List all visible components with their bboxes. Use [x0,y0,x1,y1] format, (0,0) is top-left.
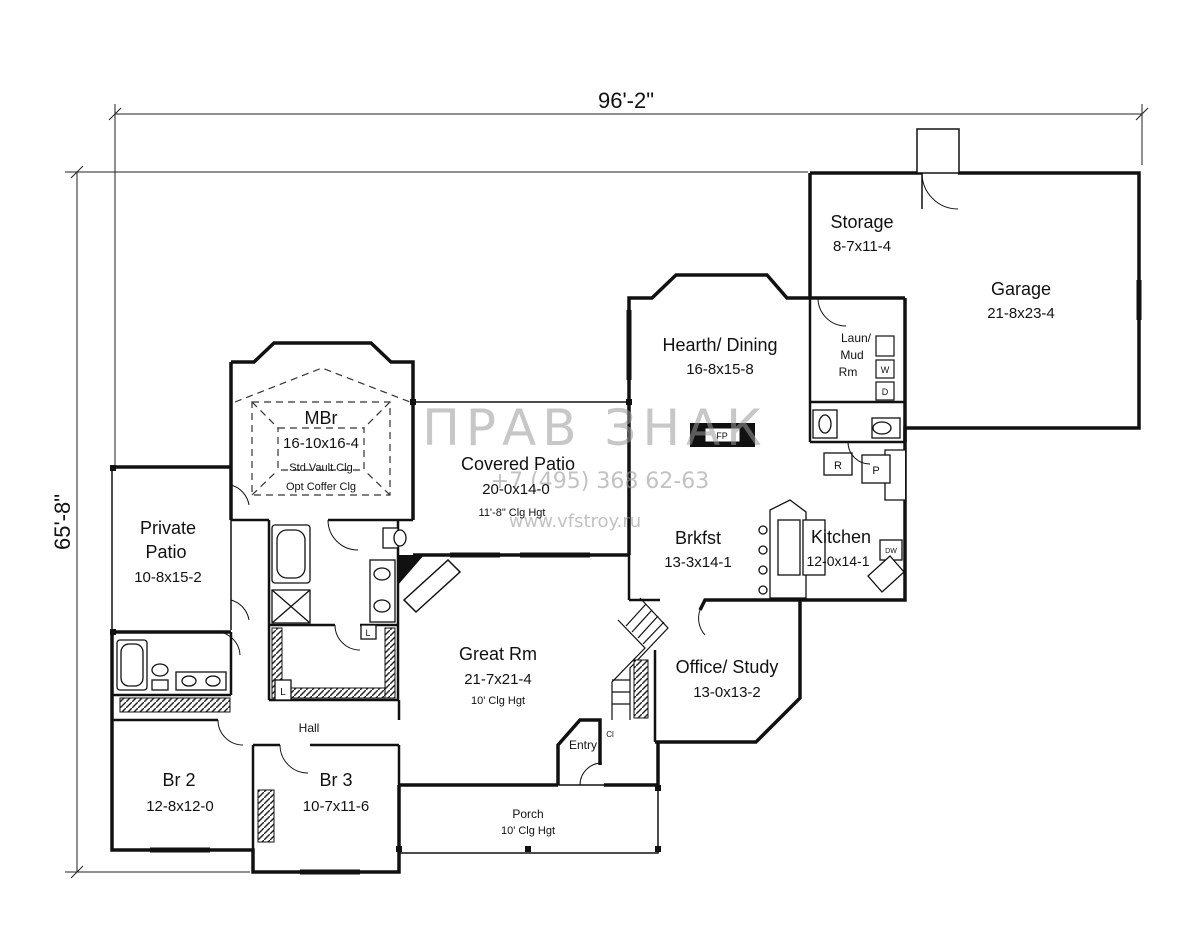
garage-vent [916,128,960,174]
pantry-label: P [872,465,879,477]
garage-name: Garage [991,279,1051,299]
hall-name: Hall [299,721,320,735]
room-office-study: Office/ Study 13-0x13-2 [676,657,779,701]
room-garage: Garage 21-8x23-4 [987,279,1055,322]
porch-ceiling: 10' Clg Hgt [501,825,555,837]
hearth-dining-name: Hearth/ Dining [662,335,777,355]
mbr-name: MBr [305,408,338,428]
covered-patio-size: 20-0x14-0 [482,481,550,498]
interior-walls [112,298,905,850]
great-rm-size: 21-7x21-4 [464,671,532,688]
room-laun-mud: Laun/ Mud Rm [839,331,872,379]
room-porch: Porch 10' Clg Hgt [501,807,555,837]
room-brkfst: Brkfst 13-3x14-1 [664,528,732,571]
room-entry: Entry [569,738,597,752]
refrigerator-label: R [834,460,842,472]
watermark-brand: ПРАВ ЗНАК [422,399,768,457]
staircase [611,597,669,720]
great-room-fireplace [398,555,462,614]
br2-name: Br 2 [162,770,195,790]
brkfst-name: Brkfst [675,528,721,548]
watermark-site: www.vfstroy.ru [509,511,641,532]
room-hearth-dining: Hearth/ Dining 16-8x15-8 [662,335,777,378]
brkfst-size: 13-3x14-1 [664,554,732,571]
storage-name: Storage [830,212,893,232]
private-patio-size: 10-8x15-2 [134,569,202,586]
entry-name: Entry [569,738,597,752]
door-swings [209,297,871,786]
room-br2: Br 2 12-8x12-0 [146,770,214,815]
overall-width-label: 96'-2" [598,88,654,113]
linen-label: L [280,687,286,698]
covered-patio-ceiling: 11'-8" Clg Hgt [479,507,546,519]
room-covered-patio: Covered Patio 20-0x14-0 11'-8" Clg Hgt [461,454,575,519]
washer-label: W [881,365,890,375]
great-rm-ceiling: 10' Clg Hgt [471,695,525,707]
covered-patio-name: Covered Patio [461,454,575,474]
exterior-walls [110,171,1141,874]
office-study-name: Office/ Study [676,657,779,677]
private-patio-line1: Private [140,518,196,538]
laundry-fixtures [875,335,895,401]
hearth-dining-size: 16-8x15-8 [686,361,754,378]
patio-posts [110,399,632,635]
br3-name: Br 3 [319,770,352,790]
private-patio-line2: Patio [145,542,186,562]
room-great-rm: Great Rm 21-7x21-4 10' Clg Hgt [459,644,537,707]
laun-mud-line2: Mud [840,348,863,362]
bath-fixtures [116,409,901,691]
laun-mud-line3: Rm [839,365,858,379]
depth-dimension [65,165,808,879]
laun-mud-line1: Laun/ [841,331,872,345]
room-private-patio: Private Patio 10-8x15-2 [134,518,202,586]
porch-posts [396,785,661,852]
br2-size: 12-8x12-0 [146,798,214,815]
garage-size: 21-8x23-4 [987,305,1055,322]
room-hall: Hall [299,721,320,735]
dryer-label: D [882,387,889,397]
garage-door-swing [921,172,959,210]
room-storage: Storage 8-7x11-4 [830,212,893,255]
dishwasher-label: DW [885,548,897,555]
watermark-phone: +7 (495) 368 62-63 [491,469,710,494]
room-kitchen: Kitchen 12-0x14-1 [806,527,871,569]
mbr-ceiling-opt: Opt Coffer Clg [286,481,356,493]
coats-label: Cl [606,730,614,739]
porch-name: Porch [512,807,543,821]
width-dimension [108,104,1149,165]
office-study-size: 13-0x13-2 [693,684,761,701]
linen-closet: L L Cl [274,624,614,739]
room-mbr: MBr 16-10x16-4 Std Vault Clg Opt Coffer … [283,408,359,493]
windows [150,280,1142,875]
linen-hall-label: L [365,628,370,638]
porch-outline [398,784,659,854]
overall-depth-label: 65'-8" [50,494,75,550]
kitchen-name: Kitchen [811,527,871,547]
kitchen-fixtures [758,449,905,599]
br3-size: 10-7x11-6 [303,798,369,815]
fireplace-label: FP [716,431,728,441]
mbr-ceiling-std: Std Vault Clg [289,462,352,474]
mbr-size: 16-10x16-4 [283,435,359,452]
great-rm-name: Great Rm [459,644,537,664]
room-br3: Br 3 10-7x11-6 [303,770,369,815]
closets [119,627,649,843]
fireplace: FP [690,423,755,447]
storage-size: 8-7x11-4 [833,238,891,255]
kitchen-size: 12-0x14-1 [806,553,869,569]
vault-ceiling-lines [234,367,411,496]
